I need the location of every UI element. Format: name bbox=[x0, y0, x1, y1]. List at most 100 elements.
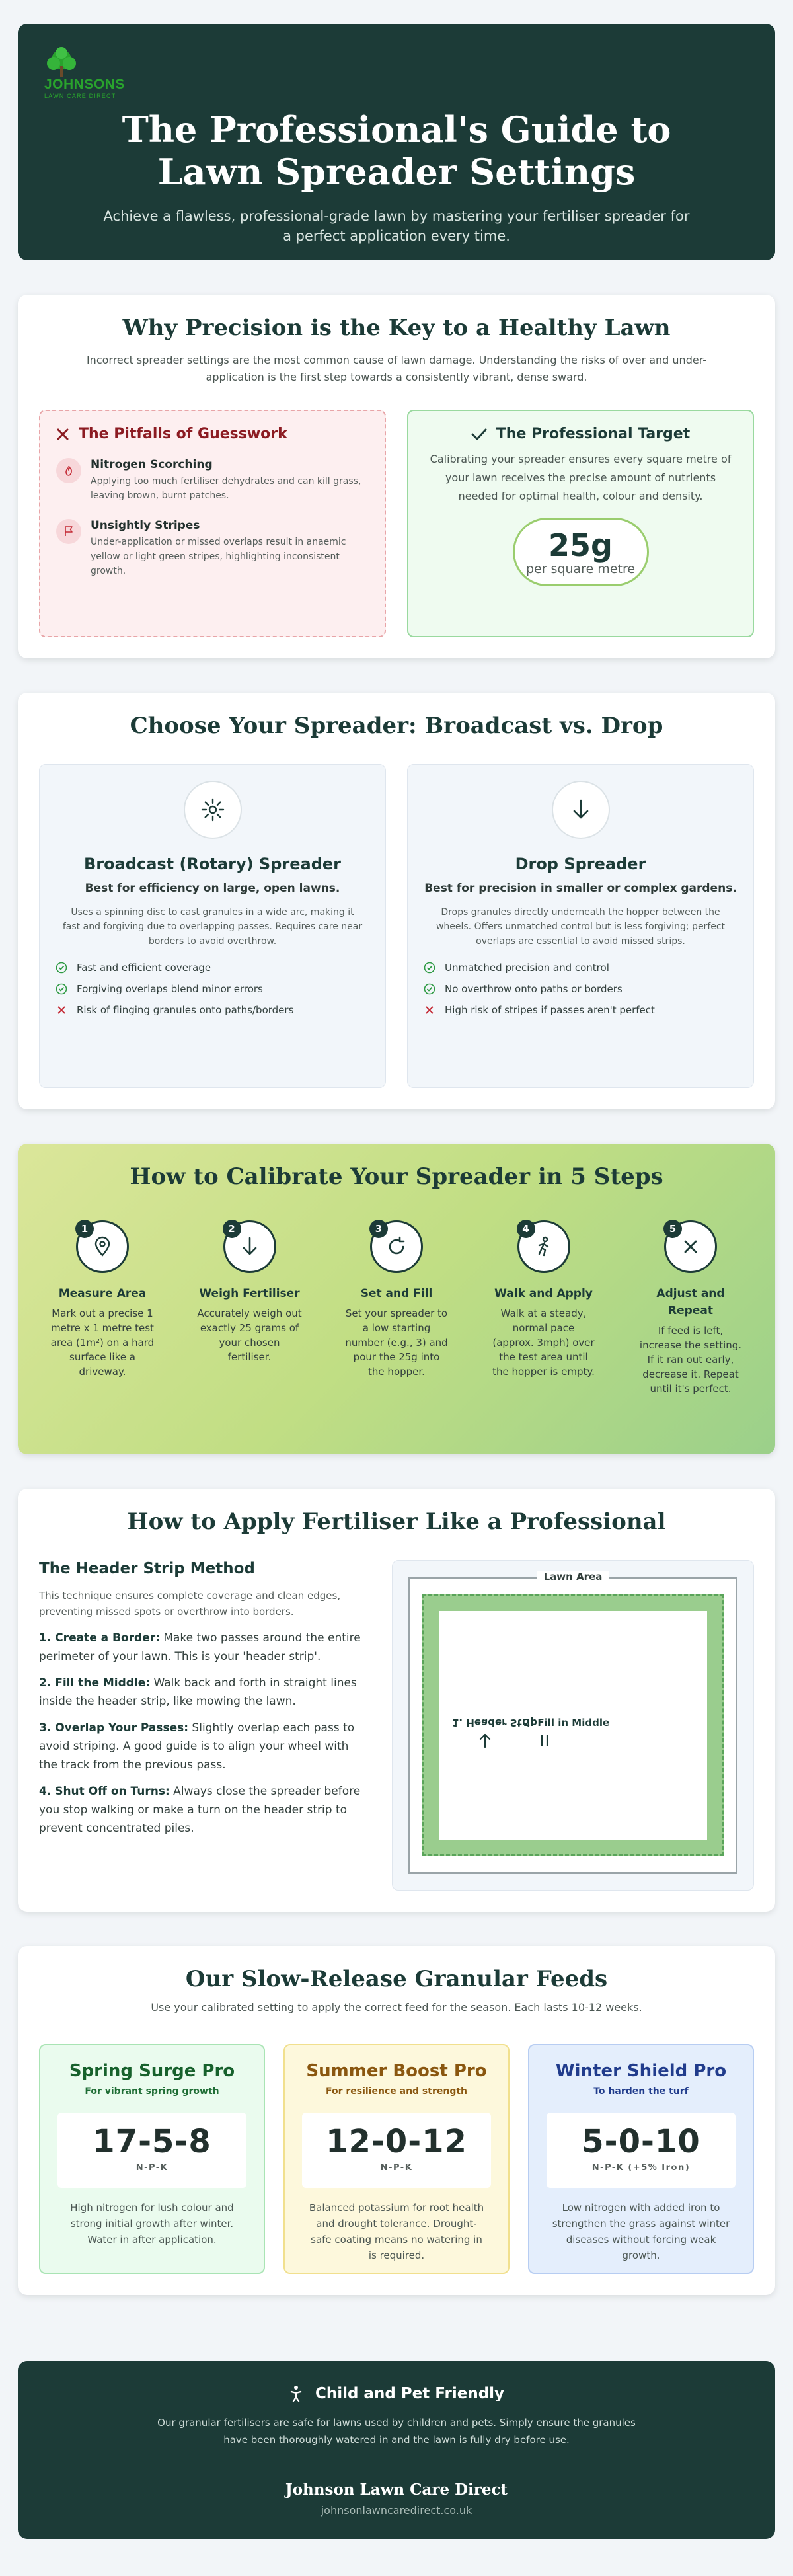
method-step: 2. Fill the Middle: Walk back and forth … bbox=[39, 1676, 357, 1708]
hero-header: JOHNSONS LAWN CARE DIRECT The Profession… bbox=[18, 24, 775, 260]
target-unit: per square metre bbox=[525, 562, 636, 576]
method-intro: This technique ensures complete coverage… bbox=[39, 1590, 341, 1618]
cross-icon bbox=[57, 1006, 65, 1014]
page-title: The Professional's Guide to Lawn Spreade… bbox=[122, 108, 671, 193]
pro-item: Forgiving overlaps blend minor errors bbox=[56, 983, 369, 995]
walk-icon bbox=[538, 1236, 548, 1257]
child-icon bbox=[290, 2386, 302, 2402]
calibration-step: 5 Adjust and Repeat If feed is left, inc… bbox=[638, 1220, 743, 1396]
brand-logo[interactable]: JOHNSONS LAWN CARE DIRECT bbox=[42, 45, 134, 102]
fire-icon bbox=[65, 465, 72, 476]
precision-section: Why Precision is the Key to a Healthy La… bbox=[18, 295, 775, 658]
fill-label: 2. Fill in Middle bbox=[523, 1717, 610, 1729]
feed-card[interactable]: Spring Surge Pro For vibrant spring grow… bbox=[39, 2044, 265, 2274]
calibration-step: 1 Measure Area Mark out a precise 1 metr… bbox=[50, 1220, 155, 1396]
logo-wordmark: JOHNSONS bbox=[44, 77, 125, 92]
cross-icon bbox=[426, 1006, 434, 1014]
feed-name: Winter Shield Pro bbox=[555, 2061, 727, 2081]
spreader-card-drop: Drop Spreader Best for precision in smal… bbox=[407, 764, 754, 1088]
section-title: Choose Your Spreader: Broadcast vs. Drop bbox=[130, 713, 663, 739]
step-number: 5 bbox=[663, 1220, 682, 1238]
npk-value: 17-5-8 bbox=[93, 2123, 211, 2160]
pitfall-item: Unsightly Stripes Under-application or m… bbox=[56, 519, 369, 578]
pitfall-title: Nitrogen Scorching bbox=[91, 458, 213, 471]
spin-icon bbox=[201, 798, 224, 822]
feed-description: High nitrogen for lush colour and strong… bbox=[70, 2202, 234, 2245]
feed-name: Summer Boost Pro bbox=[306, 2061, 487, 2081]
pitfall-title: Unsightly Stripes bbox=[91, 519, 200, 532]
step-text: Walk at a steady, normal pace (approx. 3… bbox=[492, 1308, 595, 1378]
feed-description: Low nitrogen with added iron to strength… bbox=[552, 2202, 730, 2261]
method-title: The Header Strip Method bbox=[39, 1560, 255, 1577]
spreader-card-broadcast: Broadcast (Rotary) Spreader Best for eff… bbox=[39, 764, 386, 1088]
step-number: 3 bbox=[369, 1220, 388, 1238]
step-text: If feed is left, increase the setting. I… bbox=[639, 1325, 742, 1395]
check-icon bbox=[56, 962, 67, 974]
feed-card[interactable]: Summer Boost Pro For resilience and stre… bbox=[283, 2044, 510, 2274]
feed-purpose: To harden the turf bbox=[593, 2086, 689, 2097]
con-item: High risk of stripes if passes aren't pe… bbox=[424, 1004, 737, 1016]
pro-item: No overthrow onto paths or borders bbox=[424, 983, 737, 995]
tree-icon bbox=[47, 47, 76, 77]
target-box: The Professional Target Calibrating your… bbox=[407, 410, 754, 637]
feed-name: Spring Surge Pro bbox=[69, 2061, 235, 2081]
pro-item: Unmatched precision and control bbox=[424, 962, 737, 974]
step-title: Set and Fill bbox=[360, 1287, 433, 1300]
section-title: How to Apply Fertiliser Like a Professio… bbox=[127, 1508, 666, 1535]
footer-title: Child and Pet Friendly bbox=[315, 2385, 505, 2402]
npk-label: N-P-K (+5% Iron) bbox=[591, 2163, 691, 2173]
method-step: 3. Overlap Your Passes: Slightly overlap… bbox=[39, 1721, 355, 1772]
footer-url-link[interactable]: johnsonlawncaredirect.co.uk bbox=[321, 2504, 472, 2517]
spreader-desc: Uses a spinning disc to cast granules in… bbox=[62, 907, 363, 947]
spreader-best-for: Best for precision in smaller or complex… bbox=[424, 882, 737, 895]
step-title: Walk and Apply bbox=[494, 1287, 593, 1300]
pause-icon bbox=[541, 1735, 548, 1746]
footer-brand: Johnson Lawn Care Direct bbox=[285, 2481, 508, 2499]
close-icon bbox=[57, 428, 69, 440]
header-strip: 1. Header Strip 2. Fill in Middle bbox=[422, 1594, 724, 1856]
calibration-step: 3 Set and Fill Set your spreader to a lo… bbox=[344, 1220, 449, 1396]
npk-value: 12-0-12 bbox=[326, 2123, 467, 2160]
target-text: Calibrating your spreader ensures every … bbox=[430, 453, 732, 502]
check-icon bbox=[56, 983, 67, 995]
pitfall-text: Applying too much fertiliser dehydrates … bbox=[91, 476, 361, 501]
step-title: Adjust and Repeat bbox=[656, 1287, 725, 1317]
flag-icon bbox=[65, 526, 73, 536]
footer: Child and Pet Friendly Our granular fert… bbox=[18, 2361, 775, 2539]
npk-box: 5-0-10 N-P-K (+5% Iron) bbox=[547, 2113, 736, 2188]
section-title: Why Precision is the Key to a Healthy La… bbox=[122, 315, 671, 341]
logo-tagline: LAWN CARE DIRECT bbox=[44, 93, 116, 99]
spreader-desc: Drops granules directly underneath the h… bbox=[435, 907, 726, 947]
section-lead: Use your calibrated setting to apply the… bbox=[151, 2001, 642, 2013]
footer-text: Our granular fertilisers are safe for la… bbox=[157, 2417, 636, 2446]
refresh-icon bbox=[389, 1236, 405, 1255]
calibrate-section: How to Calibrate Your Spreader in 5 Step… bbox=[18, 1144, 775, 1454]
close-icon bbox=[684, 1240, 697, 1253]
map-pin-icon bbox=[94, 1236, 110, 1257]
method-step: 1. Create a Border: Make two passes arou… bbox=[39, 1631, 361, 1663]
feeds-section: Our Slow-Release Granular Feeds Use your… bbox=[18, 1946, 775, 2295]
fill-area: 1. Header Strip 2. Fill in Middle bbox=[439, 1611, 707, 1840]
feed-purpose: For resilience and strength bbox=[325, 2086, 468, 2097]
target-rate-badge: 25g per square metre bbox=[512, 518, 649, 586]
feed-card[interactable]: Winter Shield Pro To harden the turf 5-0… bbox=[528, 2044, 754, 2274]
npk-box: 12-0-12 N-P-K bbox=[302, 2113, 491, 2188]
npk-label: N-P-K bbox=[135, 2163, 169, 2173]
con-item: Risk of flinging granules onto paths/bor… bbox=[56, 1004, 369, 1016]
method-step: 4. Shut Off on Turns: Always close the s… bbox=[39, 1785, 361, 1835]
step-title: Measure Area bbox=[58, 1287, 147, 1300]
section-lead: Incorrect spreader settings are the most… bbox=[86, 354, 707, 383]
lawn-label: Lawn Area bbox=[537, 1571, 609, 1582]
section-title: Our Slow-Release Granular Feeds bbox=[185, 1966, 608, 1992]
npk-value: 5-0-10 bbox=[582, 2123, 700, 2160]
npk-label: N-P-K bbox=[380, 2163, 413, 2173]
calibration-step: 2 Weigh Fertiliser Accurately weigh out … bbox=[197, 1220, 303, 1396]
step-text: Accurately weigh out exactly 25 grams of… bbox=[197, 1308, 302, 1363]
calibration-step: 4 Walk and Apply Walk at a steady, norma… bbox=[491, 1220, 597, 1396]
feed-purpose: For vibrant spring growth bbox=[85, 2086, 219, 2097]
spreader-section: Choose Your Spreader: Broadcast vs. Drop… bbox=[18, 693, 775, 1109]
target-title: The Professional Target bbox=[496, 426, 691, 442]
npk-box: 17-5-8 N-P-K bbox=[57, 2113, 246, 2188]
step-text: Set your spreader to a low starting numb… bbox=[345, 1308, 448, 1378]
pitfalls-title: The Pitfalls of Guesswork bbox=[79, 426, 287, 442]
